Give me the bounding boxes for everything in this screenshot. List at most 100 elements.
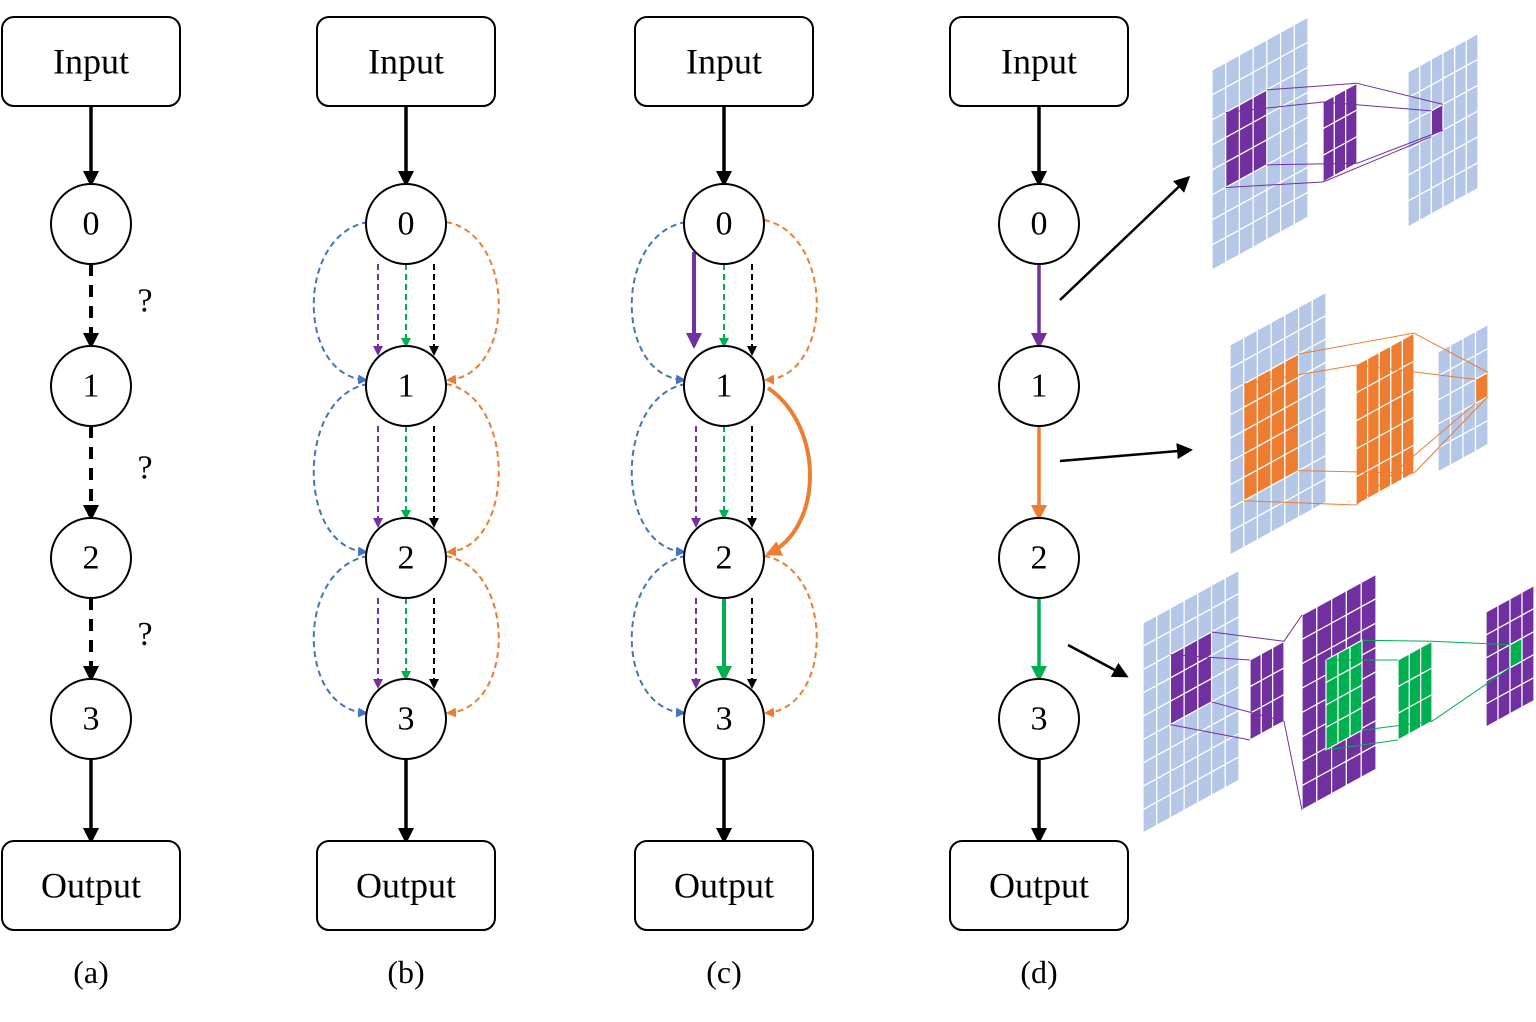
node-b-1 [365, 345, 447, 427]
node-label-d-2: 2 [1031, 540, 1048, 577]
node-label-c-1: 1 [716, 368, 733, 405]
connector-line [1356, 129, 1444, 164]
node-c-1 [683, 345, 765, 427]
operation-illustrations [1142, 16, 1535, 835]
node-label-b-1: 1 [398, 368, 415, 405]
connector-line [1431, 667, 1511, 722]
node-label-b-2: 2 [398, 540, 415, 577]
connector-line [1283, 614, 1303, 642]
connector-line [1243, 500, 1357, 506]
op3-middle-green-patch [1325, 639, 1363, 752]
pointer-arrow-0 [1059, 175, 1191, 301]
op1-output-grid [1407, 32, 1479, 229]
node-d-0 [998, 183, 1080, 265]
node-label-d-1: 1 [1031, 368, 1048, 405]
node-label-a-3: 3 [83, 701, 100, 738]
question-mark-1: ? [137, 450, 152, 487]
pointer-arrow-1 [1059, 443, 1193, 463]
node-b-0 [365, 183, 447, 265]
node-d-3 [998, 678, 1080, 760]
output-box-d [949, 840, 1129, 931]
op2-input-grid [1229, 291, 1327, 557]
output-label-d: Output [989, 866, 1089, 906]
input-box-c [634, 16, 814, 107]
connector-line [1225, 181, 1324, 188]
connector-line [1266, 162, 1358, 166]
output-box-c [634, 840, 814, 931]
output-box-b [316, 840, 496, 931]
edge-op-orange-b-2 [445, 555, 500, 718]
edge-op-blue-b-2 [312, 555, 369, 718]
input-box-d [949, 16, 1129, 107]
panel-label-b: (b) [387, 954, 424, 990]
node-label-d-3: 3 [1031, 701, 1048, 738]
node-c-0 [683, 183, 765, 265]
edge-op-blue-c-0 [630, 221, 687, 385]
op3-output-cell [1509, 637, 1523, 669]
op1-kernel [1322, 82, 1358, 184]
connector-line [1298, 332, 1415, 355]
edge-op-orange-c-1 [765, 386, 812, 556]
connector-line [1170, 654, 1251, 661]
output-box-a [1, 840, 181, 931]
node-label-a-0: 0 [83, 206, 100, 243]
connector-line [1211, 631, 1285, 642]
op1-input-grid [1211, 16, 1309, 272]
connector-line [1322, 136, 1432, 183]
edge-op-orange-b-1 [445, 383, 500, 557]
node-label-b-0: 0 [398, 206, 415, 243]
node-d-2 [998, 517, 1080, 599]
op2-output-grid [1437, 323, 1489, 474]
connector-line [1413, 396, 1489, 474]
pointer-arrow-2 [1067, 643, 1129, 678]
connector-line [1283, 721, 1303, 811]
connector-line [1361, 639, 1433, 642]
connector-line [1356, 82, 1444, 105]
connector-line [1355, 364, 1476, 380]
connector-line [1170, 724, 1251, 741]
node-a-0 [50, 183, 132, 265]
node-b-2 [365, 517, 447, 599]
node-label-c-2: 2 [716, 540, 733, 577]
op2-kernel [1355, 332, 1415, 507]
panel-label-a: (a) [73, 954, 109, 990]
node-label-a-2: 2 [83, 540, 100, 577]
connector-line [1413, 332, 1489, 373]
node-c-3 [683, 678, 765, 760]
connector-line [1325, 739, 1399, 751]
node-label-b-3: 3 [398, 701, 415, 738]
edge-op-blue-c-2 [630, 555, 687, 718]
connector-line [1322, 101, 1432, 112]
node-label-a-1: 1 [83, 368, 100, 405]
input-label-d: Input [1001, 42, 1077, 82]
input-box-b [316, 16, 496, 107]
connector-line [1355, 402, 1476, 506]
edges-layer [83, 106, 1193, 844]
edge-op-blue-b-0 [312, 221, 369, 385]
edge-op-orange-b-0 [445, 221, 500, 385]
edge-op-blue-c-1 [630, 383, 687, 557]
input-label-a: Input [53, 42, 129, 82]
edge-op-blue-b-1 [312, 383, 369, 557]
connector-line [1243, 364, 1357, 385]
op3-input-grid [1142, 569, 1240, 835]
node-label-c-3: 3 [716, 701, 733, 738]
input-label-c: Input [686, 42, 762, 82]
output-label-c: Output [674, 866, 774, 906]
op3-kernel-b [1397, 640, 1433, 742]
node-a-1 [50, 345, 132, 427]
output-label-a: Output [41, 866, 141, 906]
connector-line [1361, 720, 1433, 731]
question-mark-2: ? [137, 616, 152, 653]
input-box-a [1, 16, 181, 107]
node-label-c-0: 0 [716, 206, 733, 243]
node-a-3 [50, 678, 132, 760]
connector-line [1431, 640, 1511, 646]
node-b-3 [365, 678, 447, 760]
connector-line [1225, 101, 1324, 113]
labels-layer: InputOutput0123(a)???InputOutput0123(b)I… [41, 42, 1089, 991]
edge-op-orange-c-0 [763, 219, 818, 385]
panel-label-c: (c) [706, 954, 742, 990]
op3-kernel-a [1249, 640, 1285, 742]
